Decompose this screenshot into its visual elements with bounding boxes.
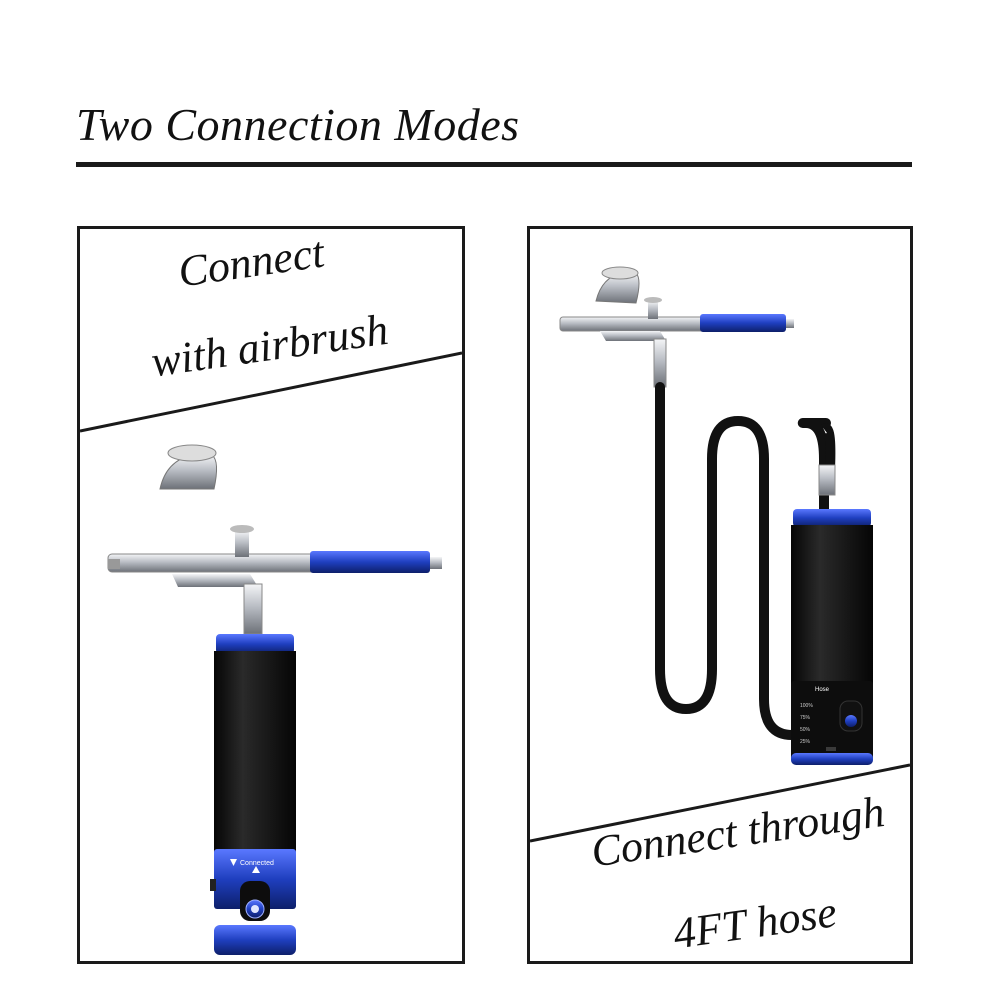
panel-art: Hose 100% 75% 50% 25% bbox=[530, 266, 910, 843]
diagonal-divider bbox=[530, 763, 910, 843]
compressor-icon: Hose 100% 75% 50% 25% bbox=[791, 509, 873, 765]
panel-art: Connected bbox=[80, 351, 462, 955]
compressor-icon: Connected bbox=[210, 634, 296, 955]
level-label: 100% bbox=[800, 703, 813, 709]
diagonal-divider bbox=[80, 351, 462, 433]
hose-icon bbox=[655, 382, 831, 741]
power-button-icon bbox=[845, 715, 857, 727]
title-divider bbox=[76, 162, 912, 167]
panel-hose-mode: Hose 100% 75% 50% 25% Connect through 4F… bbox=[527, 226, 913, 964]
level-label: 25% bbox=[800, 739, 811, 745]
airbrush-icon bbox=[107, 444, 442, 635]
level-label: 75% bbox=[800, 715, 811, 721]
level-label: 50% bbox=[800, 727, 811, 733]
page-title: Two Connection Modes bbox=[76, 99, 520, 150]
airbrush-icon bbox=[559, 266, 794, 388]
panel-airbrush-mode: Connected Connect with airbrush bbox=[77, 226, 465, 964]
device-label: Hose bbox=[815, 687, 830, 693]
device-label: Connected bbox=[240, 860, 274, 867]
